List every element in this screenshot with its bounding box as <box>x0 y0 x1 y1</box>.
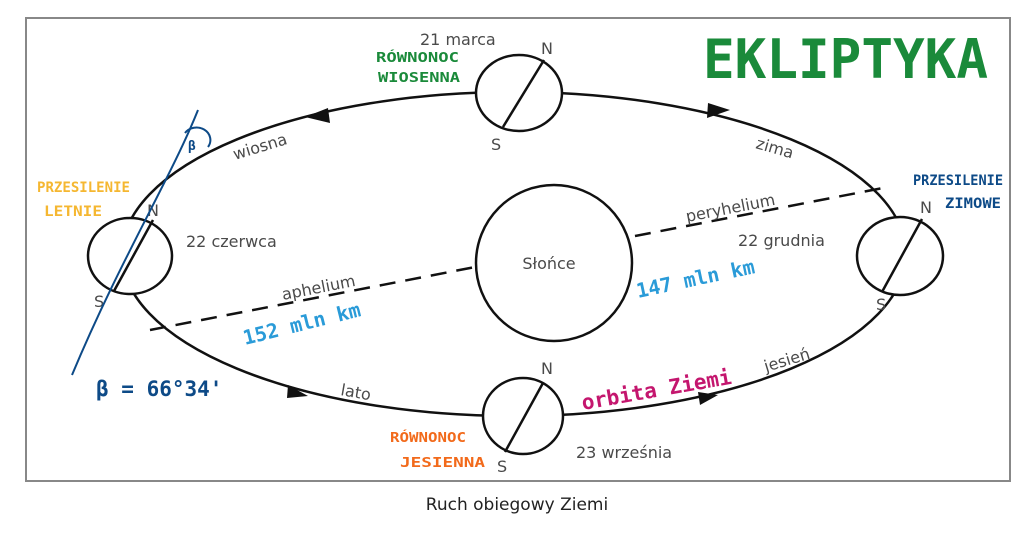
date-june: 22 czerwca <box>186 232 277 251</box>
earth-september <box>481 376 565 456</box>
note-winter-solstice: PRZESILENIE <box>913 173 1003 189</box>
pole-n: N <box>541 359 553 378</box>
note-autumn-equinox: RÓWNONOC <box>390 430 466 446</box>
date-december: 22 grudnia <box>738 231 825 250</box>
pole-s: S <box>876 295 886 314</box>
season-summer: lato <box>339 380 372 404</box>
date-march: 21 marca <box>420 30 496 49</box>
note-beta-symbol: β <box>188 139 196 154</box>
note-beta-value: β = 66°34' <box>96 377 222 401</box>
orbit-arrow <box>287 385 308 398</box>
orbit-arrow <box>698 392 718 405</box>
note-winter-solstice: ZIMOWE <box>945 196 1001 212</box>
title-ecliptic: EKLIPTYKA <box>703 28 988 91</box>
note-spring-equinox: RÓWNONOC <box>376 50 459 66</box>
earth-march <box>474 53 564 133</box>
note-spring-equinox: WIOSENNA <box>378 71 460 86</box>
orbit-arrow <box>707 103 730 118</box>
orbit-arrow <box>305 108 330 123</box>
caption: Ruch obiegowy Ziemi <box>426 495 608 515</box>
sun-label: Słońce <box>522 254 575 273</box>
earth-june <box>86 216 174 296</box>
note-summer-solstice: LETNIE <box>44 204 102 220</box>
earth-december <box>855 215 945 297</box>
axis-line-annotation <box>71 109 199 376</box>
pole-n: N <box>147 201 159 220</box>
sun <box>474 183 634 343</box>
angle-arc <box>184 126 212 148</box>
note-autumn-equinox: JESIENNA <box>400 456 485 471</box>
pole-s: S <box>497 457 507 476</box>
note-summer-solstice: PRZESILENIE <box>37 180 130 196</box>
pole-n: N <box>920 198 932 217</box>
pole-n: N <box>541 39 553 58</box>
pole-s: S <box>491 135 501 154</box>
pole-s: S <box>94 292 104 311</box>
date-september: 23 września <box>576 443 672 462</box>
